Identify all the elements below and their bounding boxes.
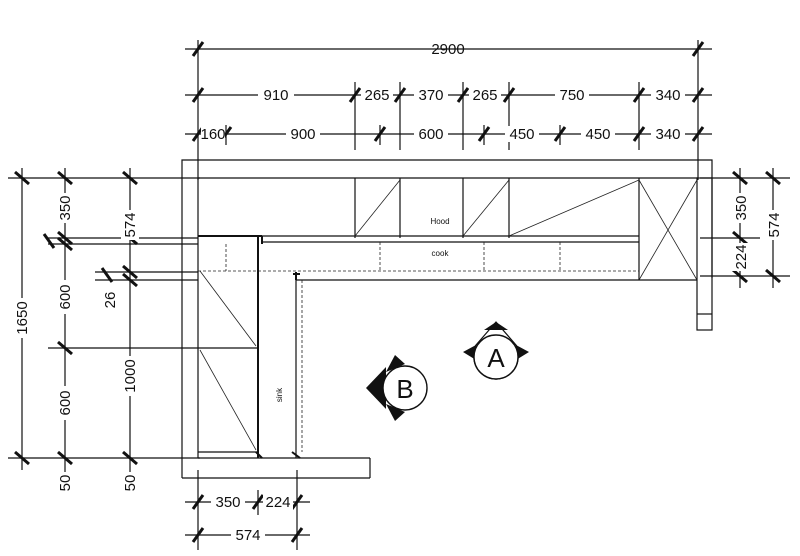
dim-265-b: 265	[472, 87, 497, 104]
dim-50-left-a: 50	[57, 475, 74, 492]
bottom-dimension-chains: 350 224 574	[185, 470, 310, 550]
view-marker-b: B	[366, 355, 428, 421]
dim-574-right: 574	[766, 212, 783, 237]
cook-label: cook	[432, 249, 450, 258]
dim-26: 26	[102, 292, 119, 309]
dim-340-bottom: 340	[655, 126, 680, 143]
left-dimension-chains: 1650 350 600 600 50 574 26 100	[8, 168, 200, 494]
dim-224-right: 224	[733, 244, 750, 269]
dim-160: 160	[200, 126, 225, 143]
hood-label: Hood	[430, 217, 449, 226]
dim-450-a: 450	[509, 126, 534, 143]
dim-265-a: 265	[364, 87, 389, 104]
marker-b-letter: B	[396, 374, 413, 404]
dim-350-left: 350	[57, 195, 74, 220]
hood-label-group: Hood	[430, 217, 449, 226]
dim-574-left: 574	[122, 212, 139, 237]
dim-900: 900	[290, 126, 315, 143]
sink-label: sink	[275, 387, 284, 402]
top-wall-cabinets	[198, 178, 698, 281]
dim-574-bottom: 574	[235, 527, 260, 544]
dim-overall-depth: 1650	[14, 301, 31, 334]
dim-600-top: 600	[418, 126, 443, 143]
dim-750: 750	[559, 87, 584, 104]
dim-340-top: 340	[655, 87, 680, 104]
dim-350-right: 350	[733, 195, 750, 220]
dim-450-b: 450	[585, 126, 610, 143]
dim-600-left-a: 600	[57, 284, 74, 309]
top-base-cabinets: cook	[198, 241, 697, 281]
dim-370: 370	[418, 87, 443, 104]
top-dimension-chains: 2900 910 265 370 265 750 340	[185, 40, 712, 180]
right-dimension-chains: 350 224 574	[700, 168, 790, 288]
room-walls	[181, 159, 713, 479]
left-run-cabinets: sink	[198, 235, 303, 459]
dim-overall-width: 2900	[431, 41, 464, 58]
marker-a-letter: A	[487, 343, 505, 373]
dim-50-left-b: 50	[122, 475, 139, 492]
dim-350-bottom: 350	[215, 494, 240, 511]
dim-1000: 1000	[122, 359, 139, 392]
view-marker-a: A	[463, 321, 529, 380]
dim-224-bottom: 224	[265, 494, 290, 511]
dim-600-left-b: 600	[57, 390, 74, 415]
dim-910: 910	[263, 87, 288, 104]
